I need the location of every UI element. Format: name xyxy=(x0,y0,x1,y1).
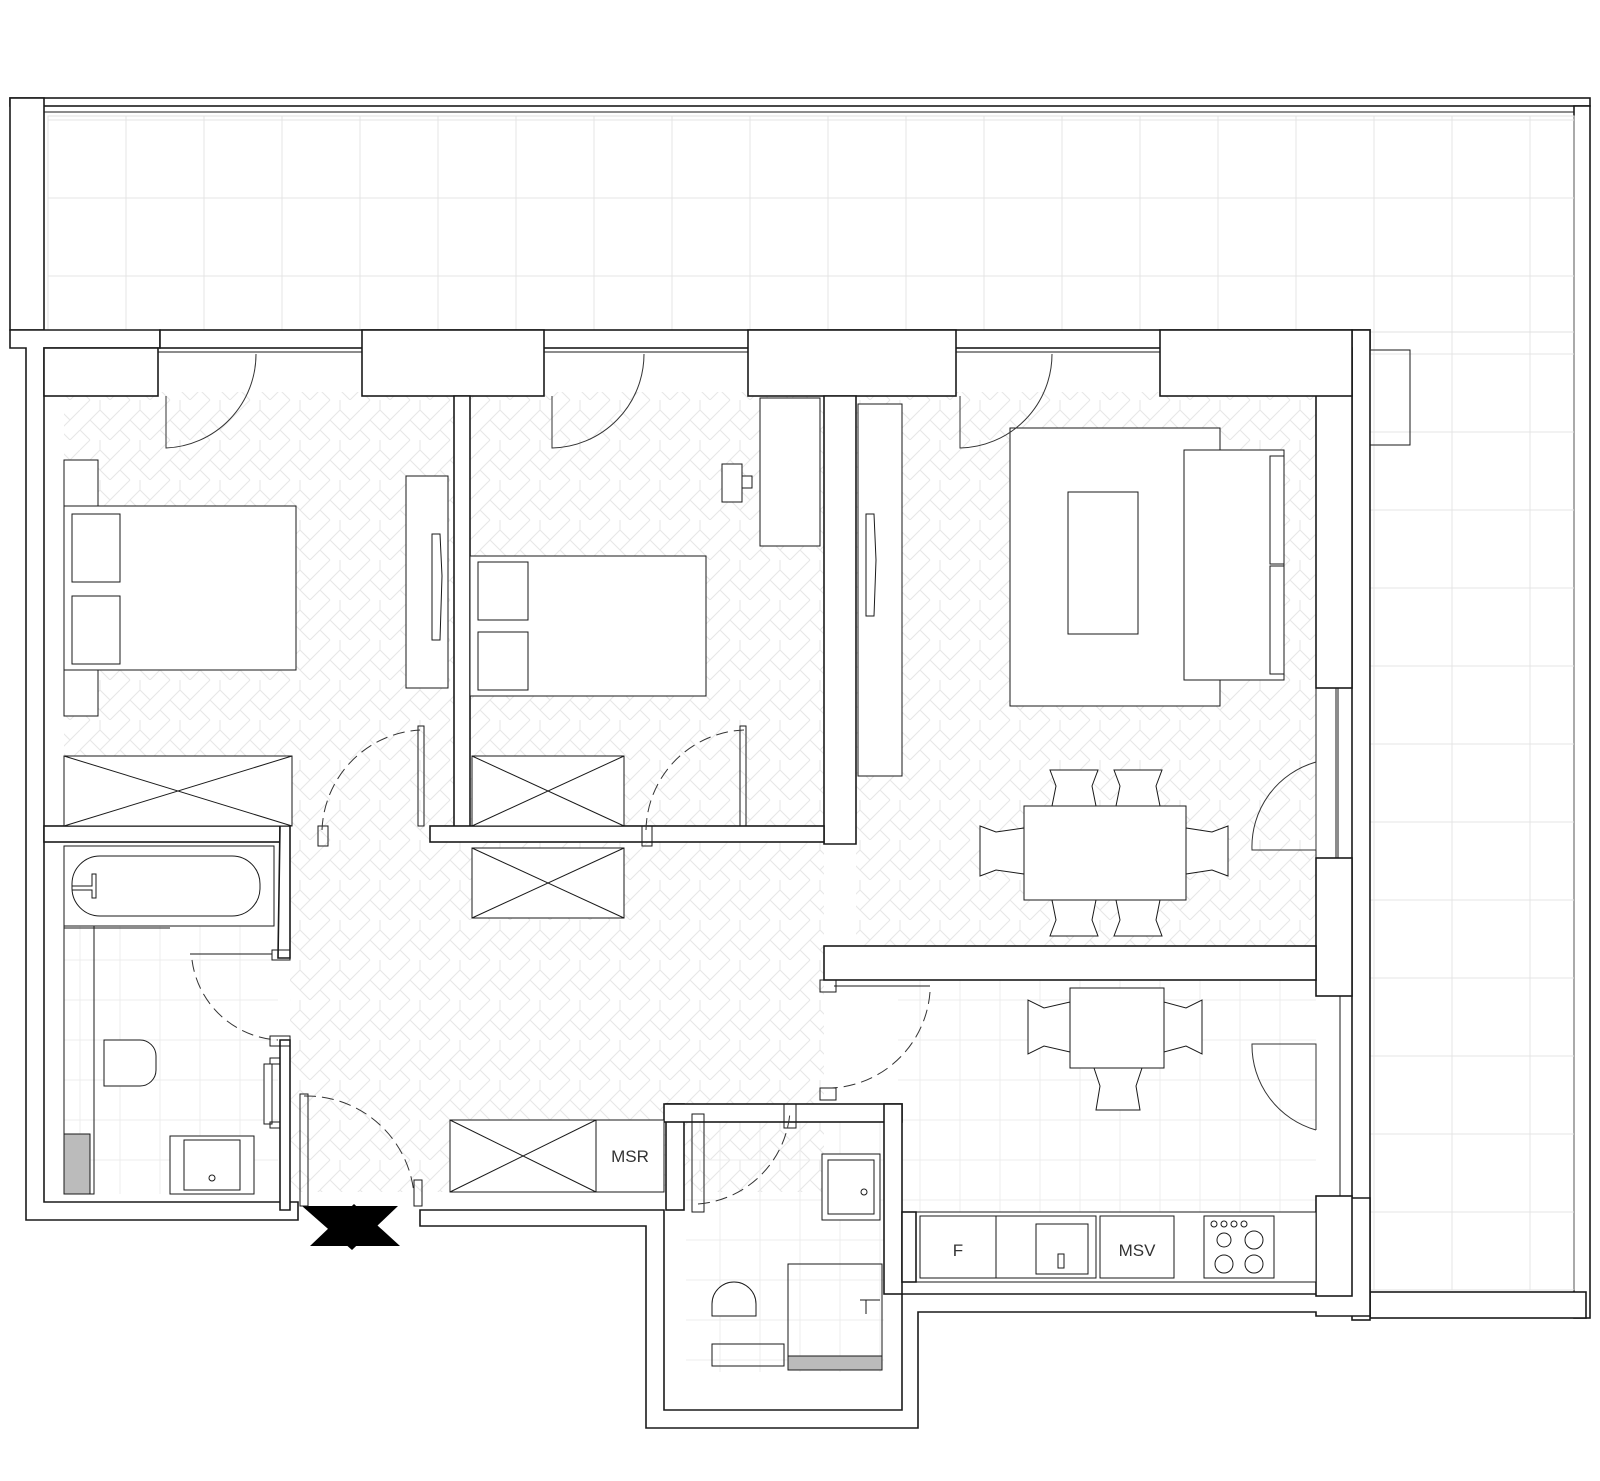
balcony-door-swing xyxy=(1251,1043,1317,1131)
bedroom-1 xyxy=(63,353,449,827)
bedroom-2 xyxy=(469,353,903,827)
chair xyxy=(1185,825,1229,877)
chair xyxy=(1027,999,1071,1055)
coffee-table xyxy=(1067,491,1139,635)
fridge-label: F xyxy=(953,1241,963,1260)
pillow xyxy=(71,513,121,583)
tv-console xyxy=(857,403,903,777)
sofa xyxy=(1183,449,1285,681)
pillow xyxy=(477,631,529,691)
tv-console xyxy=(405,475,449,689)
tv xyxy=(431,533,443,641)
window-door-swing xyxy=(551,353,645,449)
dishwasher xyxy=(1099,1215,1175,1279)
toilet xyxy=(103,1039,157,1087)
balcony-door-swing xyxy=(1251,761,1317,851)
desk xyxy=(759,397,821,547)
chair xyxy=(1163,999,1203,1055)
towel-rail xyxy=(263,1063,273,1125)
kitchen: F MSV xyxy=(901,987,1317,1283)
hallway: MSR xyxy=(302,847,665,1250)
chair xyxy=(1113,769,1163,807)
utility-cabinet-label: MSR xyxy=(611,1147,649,1166)
dining-table xyxy=(1023,805,1187,901)
fridge xyxy=(919,1215,997,1279)
chair xyxy=(1049,769,1099,807)
doors xyxy=(190,725,931,1213)
cooktop xyxy=(1203,1215,1275,1279)
pillow xyxy=(477,561,529,621)
bathroom-1 xyxy=(63,845,281,1195)
terrace xyxy=(9,97,1591,1319)
toilet xyxy=(711,1281,757,1317)
pillow xyxy=(71,595,121,665)
chair xyxy=(979,825,1025,877)
tv xyxy=(865,513,877,617)
chair xyxy=(1049,899,1099,937)
window-piers xyxy=(43,329,1353,1196)
desk-chair xyxy=(721,463,743,503)
interior-walls xyxy=(43,395,1339,1295)
window-door-swing xyxy=(165,353,257,449)
chair xyxy=(1113,899,1163,937)
utility-cabinet xyxy=(595,1119,665,1193)
chair xyxy=(1093,1067,1143,1111)
living-room xyxy=(959,353,1317,937)
dishwasher-label: MSV xyxy=(1119,1241,1157,1260)
window-door-swing xyxy=(959,353,1053,449)
bathroom-2 xyxy=(711,1153,883,1371)
dining-table xyxy=(1069,987,1165,1069)
